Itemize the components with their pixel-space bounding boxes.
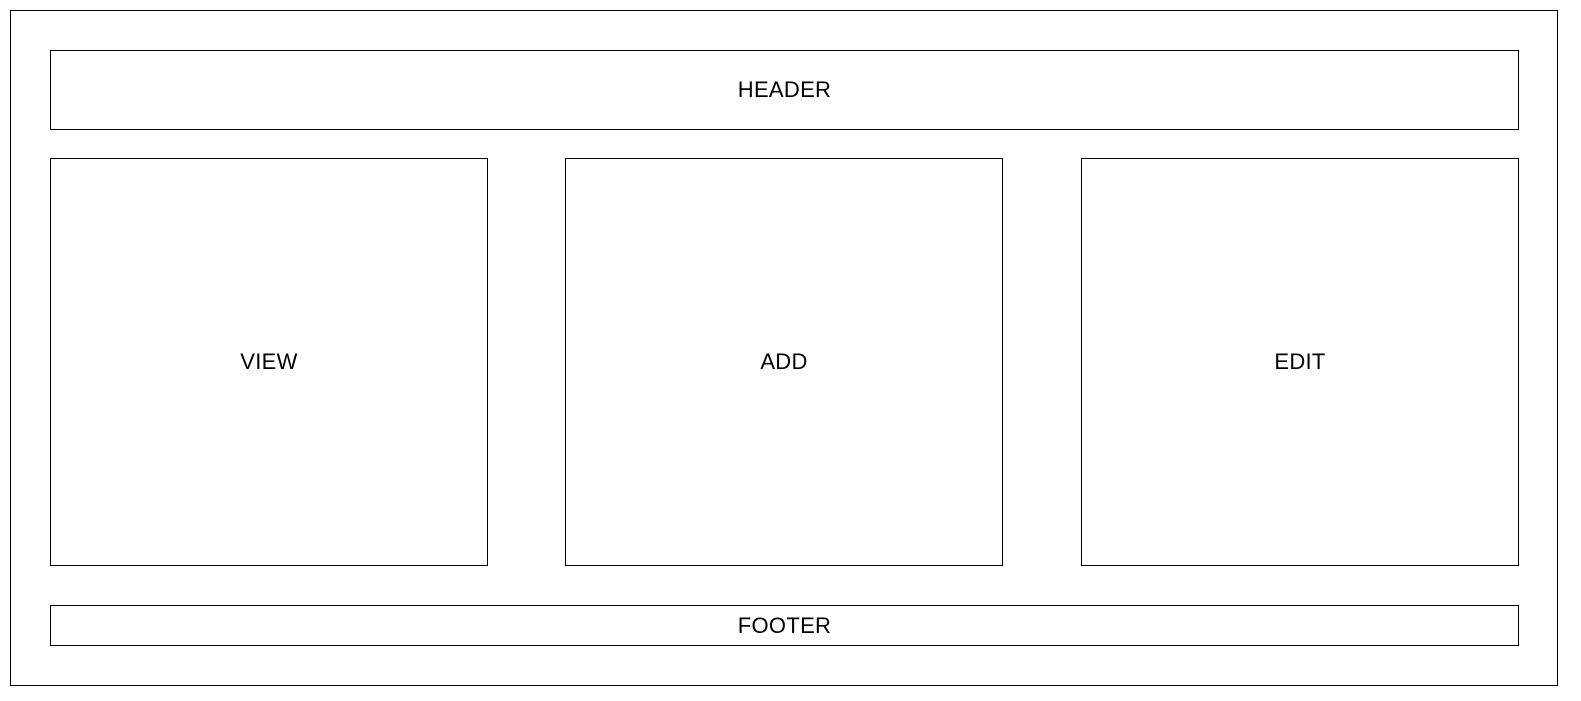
edit-panel: EDIT (1081, 158, 1519, 566)
header-label: HEADER (737, 77, 832, 102)
add-panel: ADD (565, 158, 1003, 566)
view-panel: VIEW (50, 158, 488, 566)
footer-label: FOOTER (737, 612, 832, 638)
footer-region: FOOTER (50, 605, 1519, 646)
edit-label: EDIT (1274, 349, 1326, 374)
view-label: VIEW (240, 349, 298, 374)
header-region: HEADER (50, 50, 1519, 130)
add-label: ADD (760, 349, 808, 374)
